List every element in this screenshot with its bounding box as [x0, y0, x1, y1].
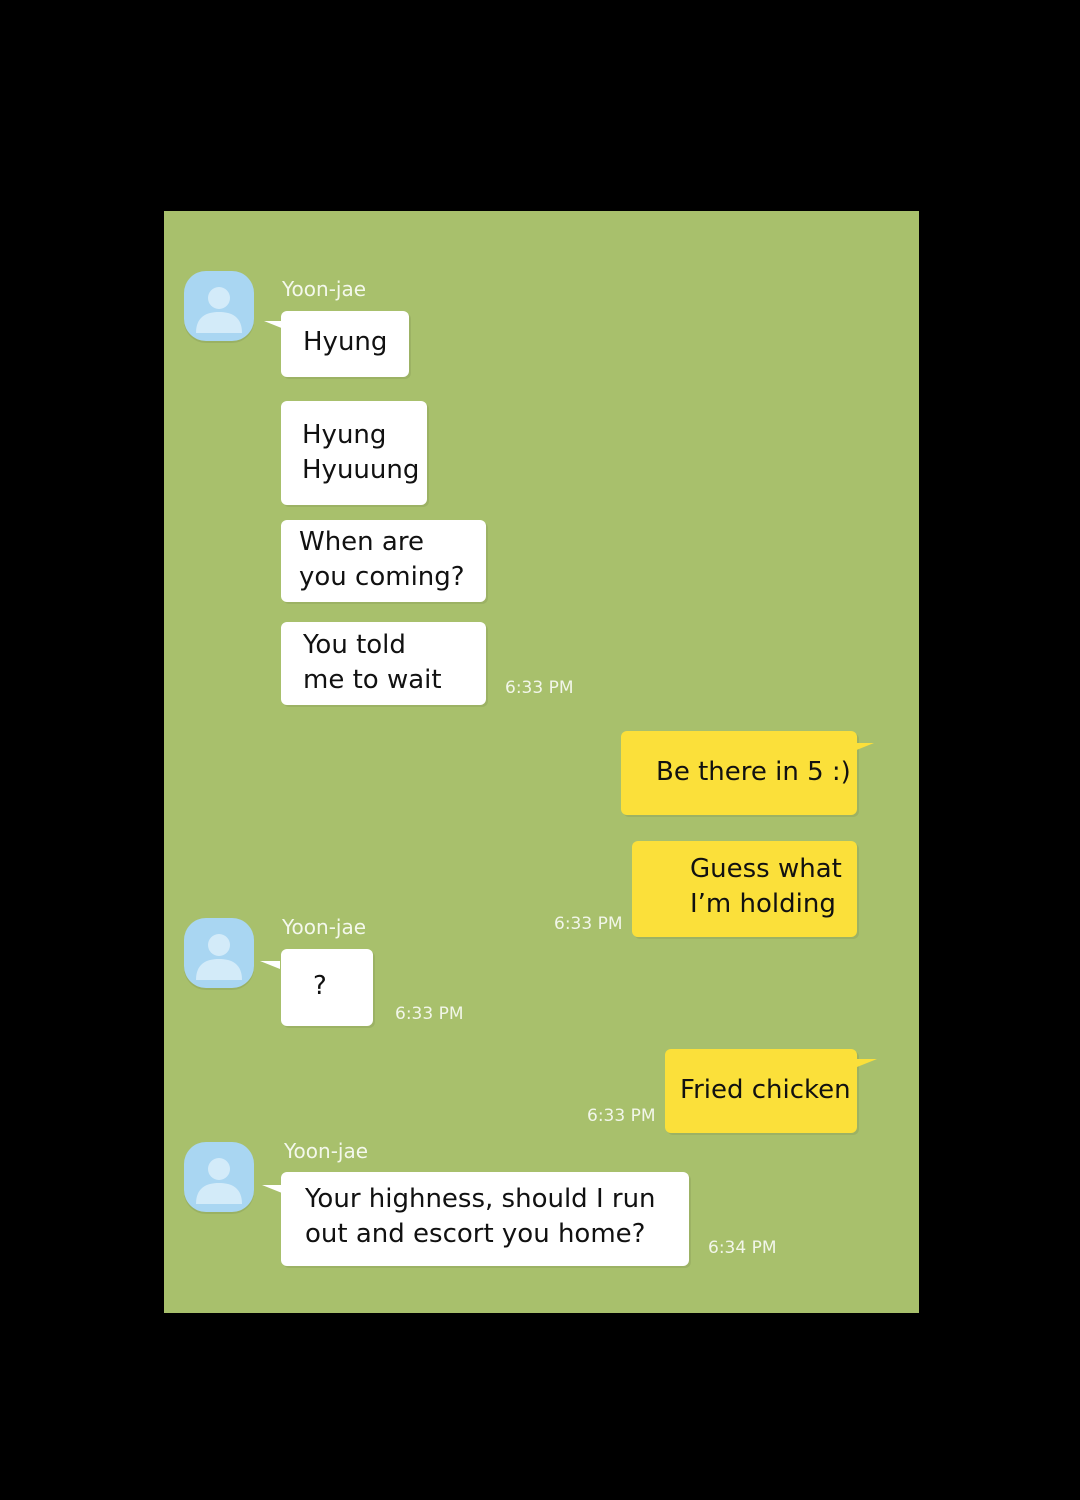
sender-name: Yoon-jae: [282, 915, 367, 939]
default-person-icon: [196, 287, 242, 333]
message-bubble-incoming[interactable]: When are you coming?: [281, 520, 486, 602]
bubble-tail: [260, 961, 280, 969]
default-person-icon: [196, 1158, 242, 1204]
contact-avatar[interactable]: [184, 271, 254, 341]
message-timestamp: 6:33 PM: [395, 1004, 464, 1024]
message-bubble-incoming[interactable]: You told me to wait: [281, 622, 486, 705]
bubble-tail: [264, 321, 284, 329]
message-timestamp: 6:33 PM: [554, 914, 623, 934]
message-bubble-outgoing[interactable]: Fried chicken: [665, 1049, 857, 1133]
message-timestamp: 6:33 PM: [587, 1106, 656, 1126]
message-bubble-incoming[interactable]: Hyung: [281, 311, 409, 377]
contact-avatar[interactable]: [184, 918, 254, 988]
message-bubble-outgoing[interactable]: Be there in 5 :): [621, 731, 857, 815]
message-bubble-incoming[interactable]: Your highness, should I run out and esco…: [281, 1172, 689, 1266]
message-bubble-incoming[interactable]: Hyung Hyuuung: [281, 401, 427, 505]
bubble-tail: [262, 1185, 282, 1193]
default-person-icon: [196, 934, 242, 980]
contact-avatar[interactable]: [184, 1142, 254, 1212]
chat-panel: Yoon-jae Hyung Hyung Hyuuung When are yo…: [164, 211, 919, 1313]
message-bubble-incoming[interactable]: ?: [281, 949, 373, 1026]
message-timestamp: 6:33 PM: [505, 678, 574, 698]
message-bubble-outgoing[interactable]: Guess what I’m holding: [632, 841, 857, 937]
message-timestamp: 6:34 PM: [708, 1238, 777, 1258]
sender-name: Yoon-jae: [282, 277, 367, 301]
bubble-tail: [854, 743, 874, 751]
sender-name: Yoon-jae: [284, 1139, 369, 1163]
bubble-tail: [857, 1059, 877, 1067]
